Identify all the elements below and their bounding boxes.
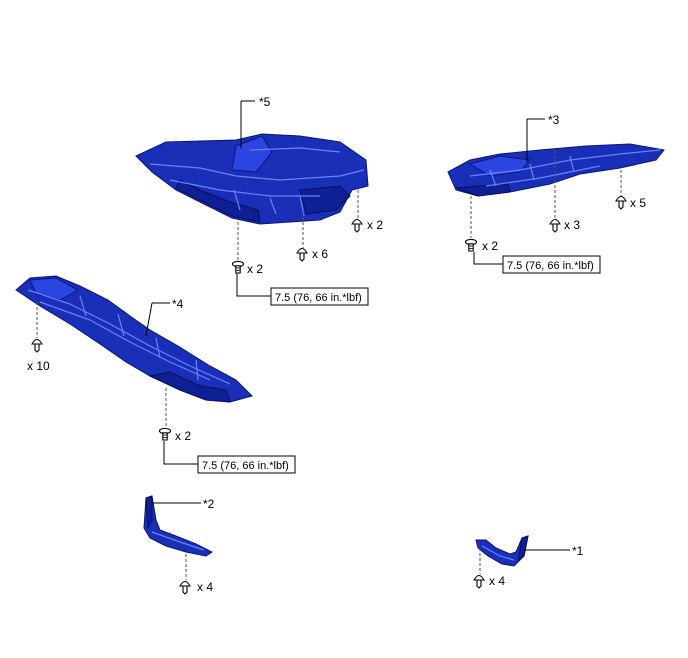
label-part-4: *4 xyxy=(172,297,184,311)
qty-p5-right: x 2 xyxy=(367,218,383,232)
clip-icon xyxy=(351,218,363,233)
label-part-3: *3 xyxy=(548,113,560,127)
clip-icon xyxy=(296,247,308,262)
part-1-bracket xyxy=(475,535,529,567)
bolt-icon xyxy=(231,260,245,274)
label-part-1: *1 xyxy=(572,544,584,558)
torque-value-p4: 7.5 (76, 66 in.*lbf) xyxy=(202,460,289,472)
label-part-5: *5 xyxy=(259,95,271,109)
clip-icon xyxy=(549,218,561,233)
part-5-engine-under-cover xyxy=(135,133,369,225)
clip-icon xyxy=(179,580,191,595)
torque-box-p3: 7.5 (76, 66 in.*lbf) xyxy=(502,255,601,274)
part-2-bracket xyxy=(143,495,213,557)
part-4-front-cover xyxy=(15,275,253,403)
clip-icon xyxy=(473,574,485,589)
qty-p4-bottom: x 2 xyxy=(175,429,191,443)
bolt-icon xyxy=(158,427,172,441)
qty-p1: x 4 xyxy=(489,574,505,588)
qty-p2: x 4 xyxy=(197,580,213,594)
torque-box-p4: 7.5 (76, 66 in.*lbf) xyxy=(197,455,296,474)
bolt-icon xyxy=(464,238,478,252)
qty-p3-left: x 2 xyxy=(482,239,498,253)
torque-value-p3: 7.5 (76, 66 in.*lbf) xyxy=(507,260,594,272)
part-3-right-cover xyxy=(447,143,665,197)
qty-p4-left: x 10 xyxy=(27,359,50,373)
torque-box-p5: 7.5 (76, 66 in.*lbf) xyxy=(270,287,369,306)
qty-p3-right: x 5 xyxy=(630,196,646,210)
clip-icon xyxy=(31,338,43,353)
label-part-2: *2 xyxy=(203,497,215,511)
qty-p5-center: x 6 xyxy=(312,247,328,261)
clip-icon xyxy=(615,195,627,210)
torque-value-p5: 7.5 (76, 66 in.*lbf) xyxy=(275,292,362,304)
qty-p3-center: x 3 xyxy=(564,218,580,232)
qty-p5-left: x 2 xyxy=(247,262,263,276)
